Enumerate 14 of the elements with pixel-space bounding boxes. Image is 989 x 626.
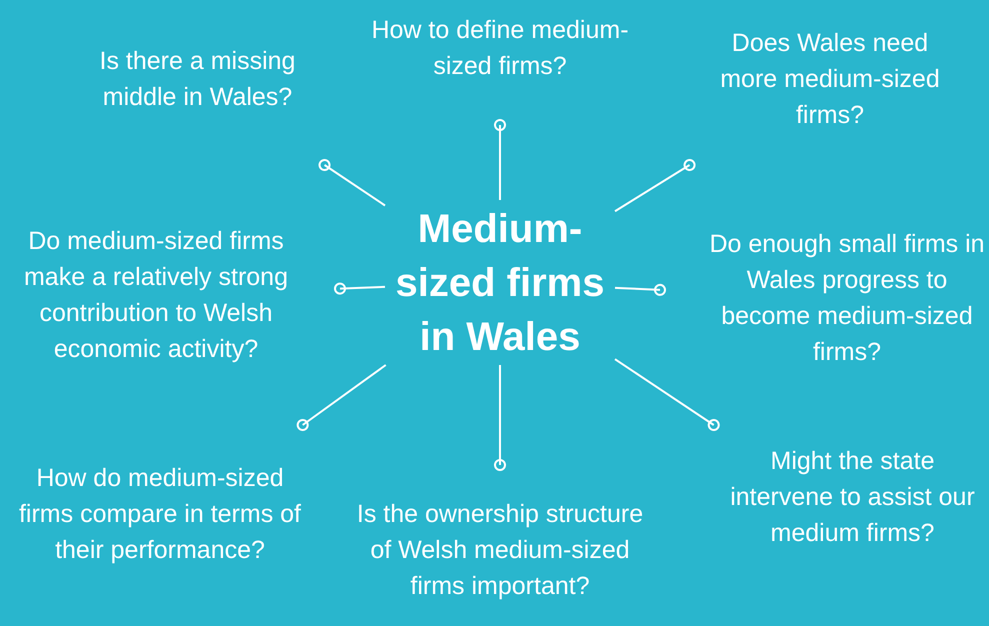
connector-line	[494, 365, 506, 471]
question-text: How to define medium-sized firms?	[355, 12, 645, 125]
connector-line	[614, 159, 696, 212]
connector-line	[334, 282, 386, 295]
connector-line	[296, 364, 386, 431]
central-topic: Medium-sized firms in Wales	[385, 200, 615, 365]
connector-line	[494, 119, 506, 200]
question-text: Is there a missing middle in Wales?	[85, 25, 355, 165]
question-text: Do enough small firms in Wales progress to become medium-sized firms?	[660, 225, 989, 370]
connector-line	[614, 358, 720, 431]
question-text: Does Wales need more medium-sized firms?	[645, 25, 960, 165]
connector-line	[614, 284, 666, 296]
connector-line	[318, 159, 386, 206]
question-text: Do medium-sized firms make a relatively strong contribution to Welsh economic activity?	[5, 200, 340, 390]
